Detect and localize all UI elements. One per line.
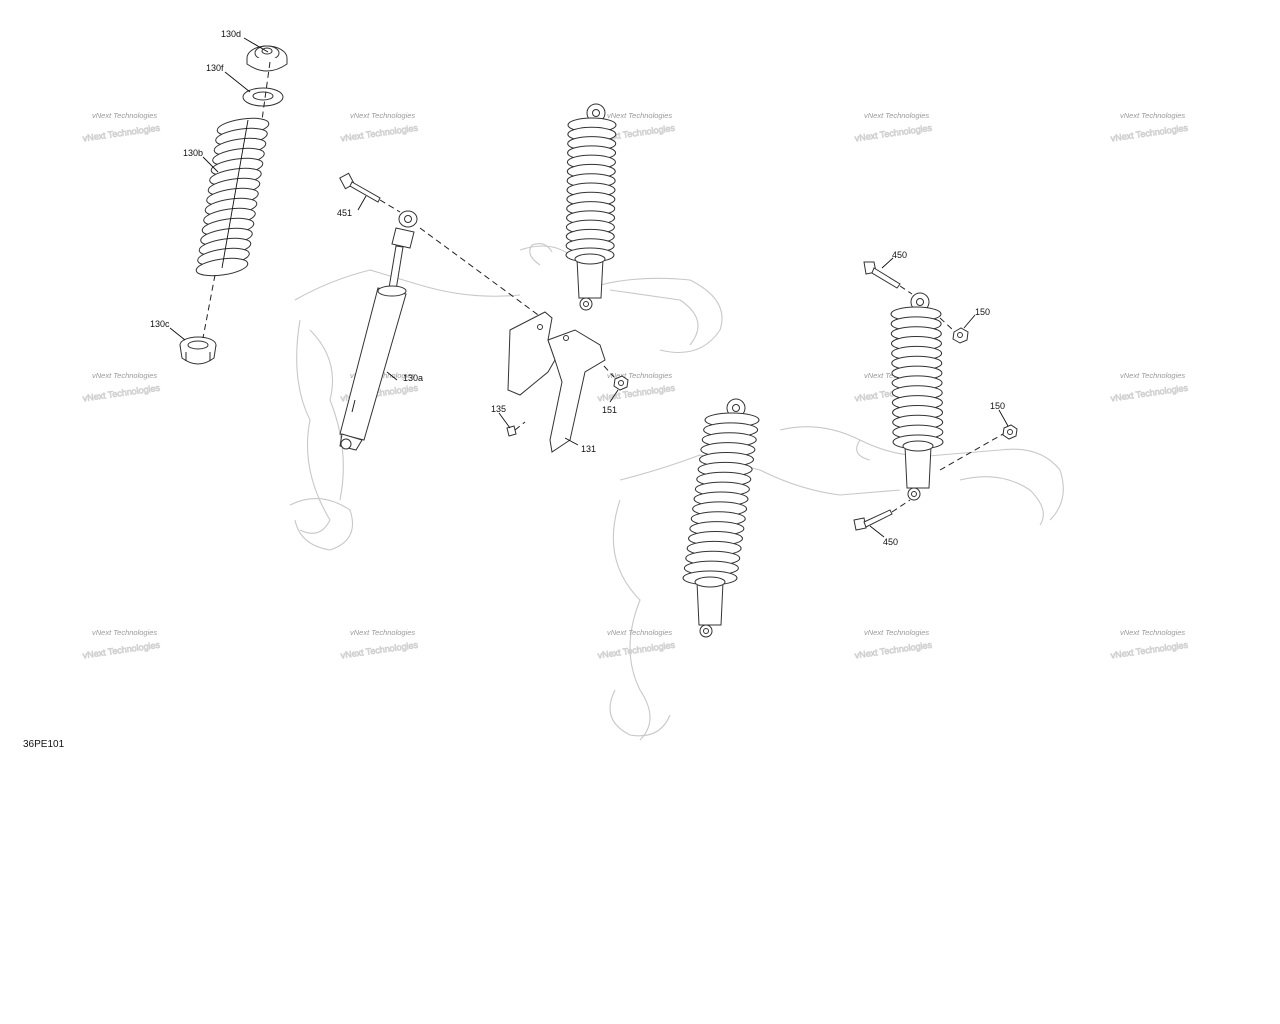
svg-text:vNext Technologies: vNext Technologies — [1120, 628, 1185, 637]
shock-absorber-130a — [339, 210, 418, 451]
callout-451: 451 — [337, 208, 352, 218]
shock-spring-center-bottom — [682, 398, 760, 638]
callout-150-top: 150 — [975, 307, 990, 317]
svg-text:vNext Technologies: vNext Technologies — [597, 640, 676, 661]
watermark: vNext Technologies vNext Technologies — [854, 111, 934, 144]
svg-text:vNext Technologies: vNext Technologies — [92, 371, 157, 380]
spring-cap-130d — [246, 45, 288, 72]
nut-150-mid — [939, 424, 1018, 471]
svg-text:vNext Technologies: vNext Technologies — [1110, 123, 1189, 144]
svg-text:vNext Technologies: vNext Technologies — [82, 383, 161, 404]
svg-text:vNext Technologies: vNext Technologies — [1110, 640, 1189, 661]
svg-text:vNext Technologies: vNext Technologies — [607, 628, 672, 637]
svg-text:vNext Technologies: vNext Technologies — [340, 640, 419, 661]
callout-130b: 130b — [183, 148, 203, 158]
callout-450-bottom: 450 — [883, 537, 898, 547]
bolt-451 — [339, 172, 381, 203]
svg-text:vNext Technologies: vNext Technologies — [350, 111, 415, 120]
guard-131 — [507, 311, 606, 453]
figure-reference: 36PE101 — [23, 739, 65, 750]
callout-leaders — [169, 37, 1009, 538]
svg-text:vNext Technologies: vNext Technologies — [854, 640, 933, 661]
watermark: vNext Technologies vNext Technologies — [1110, 371, 1190, 404]
bolt-450-top — [863, 261, 913, 295]
svg-text:vNext Technologies: vNext Technologies — [92, 628, 157, 637]
svg-text:vNext Technologies: vNext Technologies — [92, 111, 157, 120]
callout-150-mid: 150 — [990, 401, 1005, 411]
washer-130f — [242, 87, 284, 107]
watermark: vNext Technologies vNext Technologies — [82, 111, 162, 144]
watermark: vNext Technologies vNext Technologies — [82, 371, 162, 404]
watermark: vNext Technologies vNext Technologies — [854, 628, 934, 661]
svg-text:vNext Technologies: vNext Technologies — [1120, 371, 1185, 380]
watermark: vNext Technologies vNext Technologies — [82, 628, 162, 661]
coil-spring-130b — [195, 117, 270, 277]
assembly-line — [379, 199, 546, 321]
svg-text:vNext Technologies: vNext Technologies — [1120, 111, 1185, 120]
callout-135: 135 — [491, 404, 506, 414]
watermark: vNext Technologies vNext Technologies — [340, 111, 420, 144]
callout-130f: 130f — [206, 63, 224, 73]
callout-131: 131 — [581, 444, 596, 454]
callout-labels: 130d 130f 130b 130c 130a 451 135 151 131… — [150, 29, 1005, 547]
assembly-line — [202, 61, 271, 339]
callout-130a: 130a — [403, 373, 423, 383]
bolt-450-bottom — [853, 499, 911, 531]
watermark: vNext Technologies vNext Technologies — [597, 628, 677, 661]
svg-text:vNext Technologies: vNext Technologies — [340, 123, 419, 144]
svg-text:vNext Technologies: vNext Technologies — [350, 628, 415, 637]
svg-text:vNext Technologies: vNext Technologies — [82, 123, 161, 144]
watermark: vNext Technologies vNext Technologies — [340, 628, 420, 661]
screw-135 — [506, 421, 526, 437]
watermark: vNext Technologies vNext Technologies — [1110, 628, 1190, 661]
svg-text:vNext Technologies: vNext Technologies — [607, 371, 672, 380]
callout-130c: 130c — [150, 319, 170, 329]
shock-spring-right — [890, 292, 944, 501]
svg-text:vNext Technologies: vNext Technologies — [597, 383, 676, 404]
svg-text:vNext Technologies: vNext Technologies — [864, 628, 929, 637]
spring-seat-130c — [179, 336, 217, 365]
shock-spring-center-top — [565, 103, 617, 311]
svg-text:vNext Technologies: vNext Technologies — [82, 640, 161, 661]
nut-151 — [603, 365, 629, 391]
watermark: vNext Technologies vNext Technologies — [597, 371, 677, 404]
svg-text:vNext Technologies: vNext Technologies — [864, 111, 929, 120]
callout-130d: 130d — [221, 29, 241, 39]
callout-151: 151 — [602, 405, 617, 415]
svg-text:vNext Technologies: vNext Technologies — [854, 123, 933, 144]
nut-150-top — [939, 317, 969, 344]
svg-text:vNext Technologies: vNext Technologies — [1110, 383, 1189, 404]
callout-450-top: 450 — [892, 250, 907, 260]
watermark: vNext Technologies vNext Technologies — [1110, 111, 1190, 144]
svg-text:vNext Technologies: vNext Technologies — [607, 111, 672, 120]
ghost-frame — [289, 243, 1064, 741]
